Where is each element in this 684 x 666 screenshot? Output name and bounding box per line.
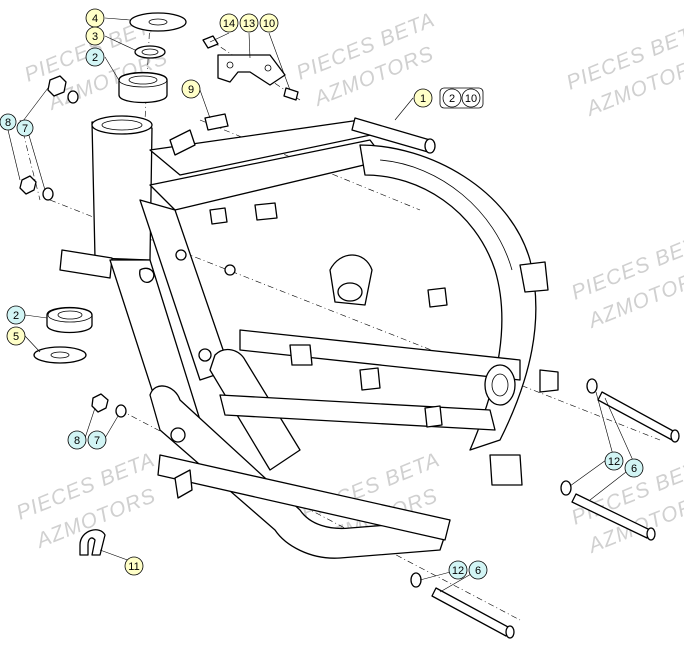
callout-4-label: 4: [92, 13, 98, 25]
frame: [59, 115, 559, 559]
callout-12-bottom-label: 12: [452, 565, 464, 577]
callout-13-label: 13: [243, 18, 255, 30]
callout-12-right: [604, 451, 624, 471]
callout-6-bottom-label: 6: [475, 565, 481, 577]
callout-9-label: 9: [188, 84, 194, 96]
callout-3: [85, 26, 105, 46]
callout-5: [6, 326, 26, 346]
part-9-clip: [204, 113, 229, 131]
callout-3-label: 3: [92, 31, 98, 43]
callout-7-upper-label: 7: [22, 123, 28, 135]
callout-8-upper-label: 8: [5, 117, 11, 129]
callout-1: [413, 88, 433, 108]
callout-9: [181, 79, 201, 99]
callout-12-bottom: [448, 560, 468, 580]
part-2-upper-bearing: [118, 71, 168, 104]
part-11-clamp: [79, 529, 106, 556]
part-10-bolt: [283, 87, 299, 101]
callout-14-label: 14: [223, 18, 235, 30]
callout-14: [219, 13, 239, 33]
callout-10-in-group-label: 10: [465, 93, 477, 105]
parts: [19, 12, 680, 639]
callout-7-upper: [16, 119, 34, 137]
callout-2-in-group: [442, 88, 462, 108]
callout-2-lower-label: 2: [13, 310, 19, 322]
part-5-washer: [33, 346, 87, 364]
callout-2-in-group-label: 2: [449, 93, 455, 105]
callout-6-bottom: [468, 560, 488, 580]
callout-5-label: 5: [13, 331, 19, 343]
part-3-seal: [134, 45, 166, 59]
callout-11-label: 11: [128, 561, 139, 573]
part-4-washer: [129, 12, 187, 32]
callout-2-top: [85, 47, 105, 67]
callout-11: [124, 556, 144, 576]
callout-2-lower: [6, 305, 26, 325]
part-13-bracket: [217, 54, 286, 86]
callout-6-right-label: 6: [631, 463, 637, 475]
callout-7-lower: [87, 430, 107, 450]
callout-10: [259, 13, 279, 33]
callout-10-in-group: [461, 88, 481, 108]
callout-10-label: 10: [263, 18, 275, 30]
callout-7-lower-label: 7: [94, 435, 100, 447]
callout-6-right: [624, 458, 644, 478]
callout-2-top-label: 2: [92, 52, 98, 64]
callout-8-lower-label: 8: [74, 435, 80, 447]
callout-group-1: [439, 87, 484, 109]
callout-12-right-label: 12: [608, 456, 620, 468]
callout-8-lower: [67, 430, 87, 450]
callouts: 1 2 10 4 3 2 14 13 10 9 8 7 2 5 8: [0, 8, 644, 580]
callout-13: [239, 13, 259, 33]
callout-1-label: 1: [420, 93, 426, 105]
callout-8-upper: [0, 113, 17, 131]
